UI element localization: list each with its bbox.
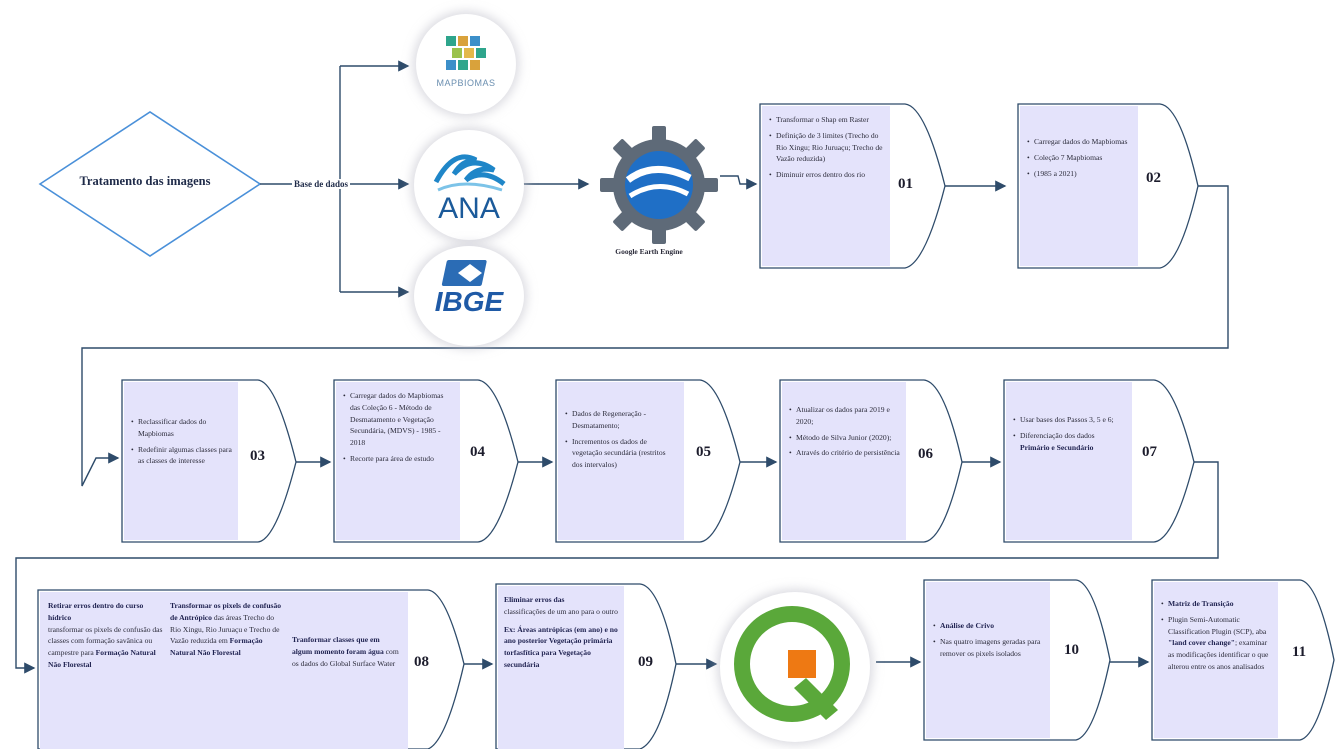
step-03-box: Reclassificar dados do Mapbiomas Redefin… — [124, 382, 238, 540]
step-08-col-2-text: das áreas Trecho do Rio Xingu, Rio Jurua… — [170, 612, 280, 646]
step-11-item: Plugin Semi-Automatic Classification Plu… — [1161, 614, 1272, 673]
step-07-bold-tail: Primário e Secundário — [1020, 442, 1094, 452]
step-06-item: Método de Silva Junior (2020); — [789, 432, 900, 444]
step-08-col-2-bold: Transformar os pixels de confusão de Ant… — [170, 601, 282, 622]
step-03-item: Reclassificar dados do Mapbiomas — [131, 416, 232, 440]
step-02-box: Carregar dados do Mapbiomas Coleção 7 Ma… — [1020, 106, 1138, 266]
step-08-col-3-text: com os dados do Global Surface Water — [292, 646, 399, 668]
base-de-dados-label: Base de dados — [292, 179, 351, 189]
step-09-bold: Eliminar erros das — [504, 595, 565, 604]
step-02-number: 02 — [1146, 170, 1161, 186]
step-09-number: 09 — [638, 654, 653, 670]
google-earth-engine-logo — [594, 120, 724, 250]
step-02-item: Coleção 7 Mapbiomas — [1027, 152, 1132, 164]
mapbiomas-logo: MAPBIOMAS — [416, 14, 516, 114]
mapbiomas-mosaic-icon — [446, 36, 486, 70]
step-05-box: Dados de Regeneração - Desmatamento; Inc… — [558, 382, 684, 540]
step-05-item: Incrementos os dados de vegetação secund… — [565, 436, 678, 471]
step-04-item: Recorte para área de estudo — [343, 453, 454, 465]
step-08-col-1: Retirar erros dentro do curso hídrico tr… — [48, 600, 164, 671]
step-08-col-2-bold-tail: Formação Natural Não Florestal — [170, 636, 263, 658]
step-10-item: Nas quatro imagens geradas para remover … — [933, 636, 1044, 660]
step-04-number: 04 — [470, 444, 485, 460]
step-08-col-1-text: transformar os pixels de confusão das cl… — [48, 624, 163, 658]
step-10-bold: Análise de Crivo — [940, 621, 994, 630]
ibge-diamond-icon — [441, 260, 487, 286]
step-03-item: Redefinir algumas classes para as classe… — [131, 444, 232, 468]
step-08-box: Retirar erros dentro do curso hídrico tr… — [40, 592, 408, 749]
step-06-number: 06 — [918, 446, 933, 462]
step-08-col-2: Transformar os pixels de confusão de Ant… — [170, 600, 284, 659]
step-06-item: Através do critério de persistência — [789, 447, 900, 459]
step-11-quote: "land cover change" — [1168, 638, 1235, 648]
ana-wordmark: ANA — [438, 192, 500, 225]
step-01-item: Definição de 3 limites (Trecho do Rio Xi… — [769, 130, 884, 165]
gee-caption: Google Earth Engine — [615, 247, 683, 256]
gear-globe-icon — [600, 126, 718, 244]
step-02-item: Carregar dados do Mapbiomas — [1027, 136, 1132, 148]
step-11-box: Matriz de Transição Plugin Semi-Automati… — [1154, 582, 1278, 738]
step-11-item: Matriz de Transição — [1161, 598, 1272, 610]
ana-logo: ANA — [414, 130, 524, 240]
step-05-item: Dados de Regeneração - Desmatamento; — [565, 408, 678, 432]
step-09-box: Eliminar erros das classificações de um … — [498, 586, 624, 749]
step-10-box: Análise de Crivo Nas quatro imagens gera… — [926, 582, 1050, 738]
step-01-item: Diminuir erros dentro dos rio — [769, 169, 884, 181]
step-08-number: 08 — [414, 654, 429, 670]
step-08-col-3: Tranformar classes que em algum momento … — [292, 634, 400, 669]
step-01-box: Transformar o Shap em Raster Definição d… — [762, 106, 890, 266]
step-07-item: Diferenciação dos dados Primário e Secun… — [1013, 430, 1126, 454]
step-09-example: Ex: Áreas antrópicas (em ano) e no ano p… — [504, 624, 618, 669]
step-08-col-3-bold: Tranformar classes que em algum momento … — [292, 635, 384, 656]
step-04-item: Carregar dados do Mapbiomas das Coleção … — [343, 390, 454, 449]
ibge-logo: IBGE — [414, 246, 524, 346]
step-11-bold: Matriz de Transição — [1168, 599, 1234, 608]
step-03-number: 03 — [250, 448, 265, 464]
start-diamond-label: Tratamento das imagens — [79, 174, 211, 188]
step-01-item: Transformar o Shap em Raster — [769, 114, 884, 126]
step-10-number: 10 — [1064, 642, 1079, 658]
step-02-item: (1985 a 2021) — [1027, 168, 1132, 180]
step-07-item-text: Diferenciação dos dados — [1020, 430, 1095, 440]
step-05-number: 05 — [696, 444, 711, 460]
step-07-number: 07 — [1142, 444, 1157, 460]
step-04-box: Carregar dados do Mapbiomas das Coleção … — [336, 382, 460, 540]
step-07-item: Usar bases dos Passos 3, 5 e 6; — [1013, 414, 1126, 426]
qgis-icon — [734, 606, 850, 722]
step-08-col-1-bold: Retirar erros dentro do curso hídrico — [48, 601, 144, 622]
step-11-tail: ; examinar as modificações identificar o… — [1168, 638, 1269, 671]
step-11-text: Plugin Semi-Automatic Classification Plu… — [1168, 614, 1267, 636]
step-11-number: 11 — [1292, 644, 1307, 660]
step-07-box: Usar bases dos Passos 3, 5 e 6; Diferenc… — [1006, 382, 1132, 540]
step-06-box: Atualizar os dados para 2019 e 2020; Mét… — [782, 382, 906, 540]
mapbiomas-wordmark: MAPBIOMAS — [436, 78, 496, 88]
step-09-text: classificações de um ano para o outro — [504, 606, 618, 616]
ibge-wordmark: IBGE — [434, 286, 504, 317]
step-10-item: Análise de Crivo — [933, 620, 1044, 632]
ana-wave-icon — [433, 154, 506, 192]
step-08-col-1-bold-tail: Formação Natural Não Florestal — [48, 648, 156, 669]
step-01-number: 01 — [898, 176, 913, 192]
qgis-logo — [720, 592, 870, 742]
step-06-item: Atualizar os dados para 2019 e 2020; — [789, 404, 900, 428]
